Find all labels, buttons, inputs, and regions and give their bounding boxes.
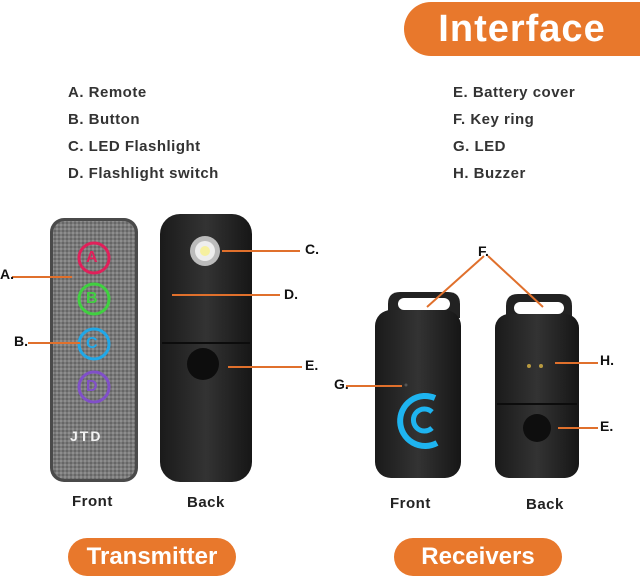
legend-item: E. Battery cover xyxy=(453,84,576,101)
title-banner: Interface xyxy=(404,2,640,56)
receiver-back xyxy=(495,294,579,478)
caption-transmitter-back: Back xyxy=(187,494,225,511)
brand-logo: JTD xyxy=(70,428,103,444)
callout-a: A. xyxy=(0,266,14,282)
caption-receiver-front: Front xyxy=(390,495,431,512)
remote-letter-b: B xyxy=(86,290,98,307)
legend-item: A. Remote xyxy=(68,84,147,101)
legend-item: C. LED Flashlight xyxy=(68,138,201,155)
button-b-ring xyxy=(77,282,111,316)
legend-item: H. Buzzer xyxy=(453,165,526,182)
remote-letter-c: C xyxy=(86,335,98,352)
legend-item: F. Key ring xyxy=(453,111,535,128)
transmitter-banner: Transmitter xyxy=(68,538,236,576)
callout-e-left: E. xyxy=(305,357,319,373)
buzzer-hole xyxy=(527,364,531,368)
callout-d: D. xyxy=(284,286,298,302)
receiver-logo-icon xyxy=(411,406,434,434)
transmitter-front xyxy=(50,218,138,482)
led-dot xyxy=(404,383,408,387)
legend-item: D. Flashlight switch xyxy=(68,165,219,182)
button-d-ring xyxy=(77,370,111,404)
callout-f: F. xyxy=(478,243,489,259)
callout-g: G. xyxy=(334,376,349,392)
leader-lines xyxy=(12,250,598,429)
transmitter-back xyxy=(160,214,252,482)
caption-receiver-back: Back xyxy=(526,496,564,513)
callout-h: H. xyxy=(600,352,614,368)
remote-letter-d: D xyxy=(86,378,98,395)
receiver-front xyxy=(375,292,461,478)
buzzer-hole xyxy=(539,364,543,368)
legend-right: E. Battery cover F. Key ring G. LED H. B… xyxy=(453,79,575,187)
caption-transmitter-front: Front xyxy=(72,493,113,510)
callout-e-right: E. xyxy=(600,418,614,434)
legend-item: G. LED xyxy=(453,138,507,155)
callout-b: B. xyxy=(14,333,28,349)
legend-item: B. Button xyxy=(68,111,140,128)
receivers-banner: Receivers xyxy=(394,538,562,576)
button-a-ring xyxy=(77,241,111,275)
remote-letter-a: A xyxy=(86,249,98,266)
battery-cover-button xyxy=(523,414,551,442)
battery-cover-button xyxy=(187,348,219,380)
callout-c: C. xyxy=(305,241,319,257)
legend-left: A. Remote B. Button C. LED Flashlight D.… xyxy=(68,79,219,187)
